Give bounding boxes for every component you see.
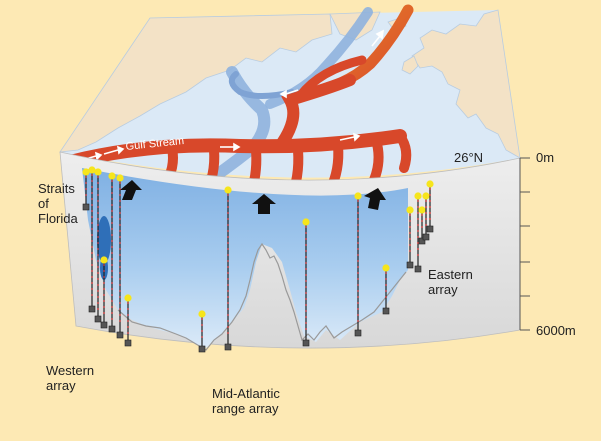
depth-top-label: 0m: [536, 150, 555, 165]
yellow-float-icon: [82, 168, 90, 176]
grey-anchor-icon: [124, 339, 132, 347]
mid-atlantic-array-label: Mid-Atlantic range array: [212, 386, 280, 416]
grey-anchor-icon: [88, 305, 96, 313]
black-up-arrow-icon: [364, 188, 386, 210]
depth-bottom-label: 6000m: [536, 323, 576, 338]
grey-anchor-icon: [406, 261, 414, 269]
yellow-float-icon: [406, 206, 414, 214]
upward-flow-arrows: [120, 180, 386, 214]
mooring-array: [82, 166, 434, 353]
western-array-label: Western array: [46, 363, 95, 393]
black-up-arrow-icon: [252, 194, 276, 214]
yellow-float-icon: [426, 180, 434, 188]
labrador-loop: [228, 71, 295, 99]
latitude-label: 26°N: [454, 150, 484, 165]
grey-anchor-icon: [414, 265, 422, 273]
grey-anchor-icon: [116, 331, 124, 339]
grey-anchor-icon: [100, 321, 108, 329]
yellow-float-icon: [100, 256, 108, 264]
yellow-float-icon: [382, 264, 390, 272]
depth-axis: [519, 157, 530, 331]
grey-anchor-icon: [426, 225, 434, 233]
yellow-float-icon: [354, 192, 362, 200]
british-isles-land: [401, 55, 419, 75]
yellow-float-icon: [224, 186, 232, 194]
grey-anchor-icon: [198, 345, 206, 353]
florida-current-core: [97, 216, 111, 264]
yellow-float-icon: [116, 174, 124, 182]
grey-anchor-icon: [354, 329, 362, 337]
gulf-stream-north-branch: [274, 74, 356, 152]
yellow-float-icon: [88, 166, 96, 174]
gulf-stream-loop-branch: [295, 55, 367, 101]
straits-of-florida-label: Straits of Florida: [38, 181, 78, 226]
grey-anchor-icon: [302, 339, 310, 347]
yellow-float-icon: [422, 192, 430, 200]
grey-anchor-icon: [94, 315, 102, 323]
grey-anchor-icon: [422, 233, 430, 241]
yellow-float-icon: [124, 294, 132, 302]
yellow-float-icon: [108, 172, 116, 180]
yellow-float-icon: [198, 310, 206, 318]
grey-anchor-icon: [382, 307, 390, 315]
europe-africa-land: [411, 9, 521, 159]
deep-water-column: [82, 168, 408, 348]
grey-anchor-icon: [108, 325, 116, 333]
yellow-float-icon: [302, 218, 310, 226]
grey-anchor-icon: [82, 203, 90, 211]
yellow-float-icon: [414, 192, 422, 200]
eastern-array-label: Eastern array: [428, 267, 473, 297]
yellow-float-icon: [94, 168, 102, 176]
grey-anchor-icon: [418, 237, 426, 245]
yellow-float-icon: [418, 206, 426, 214]
grey-anchor-icon: [224, 343, 232, 351]
black-up-arrow-icon: [120, 180, 142, 200]
north-america-land: [59, 13, 333, 153]
